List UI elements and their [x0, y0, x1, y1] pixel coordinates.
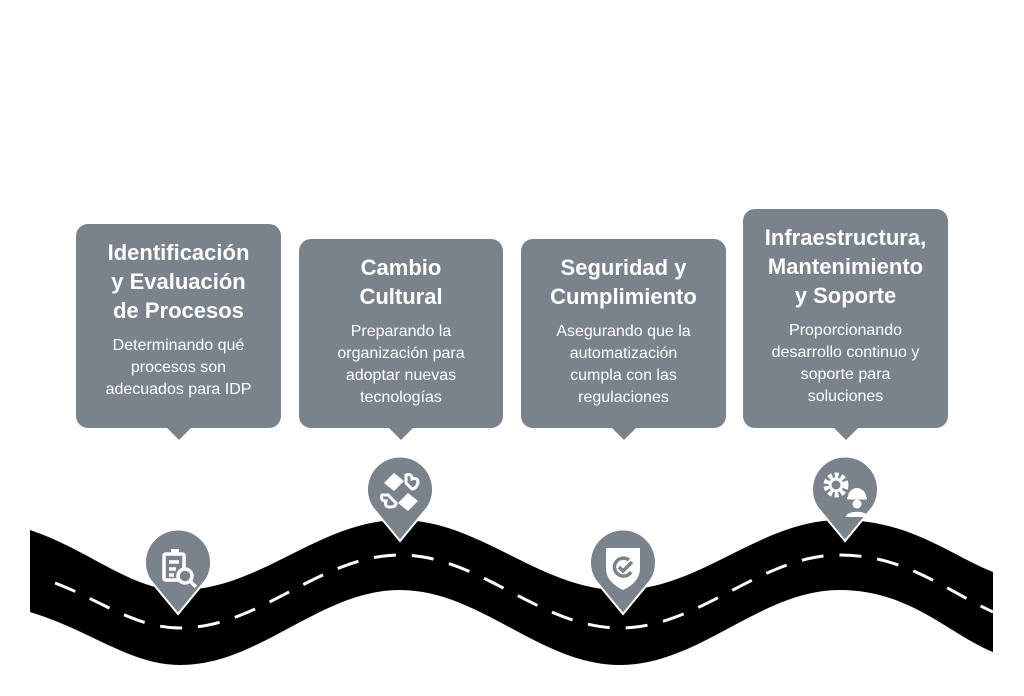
puzzle-handshake-icon — [380, 473, 420, 511]
shield-check-icon — [606, 548, 640, 590]
step-title: Identificación y Evaluación de Procesos — [107, 240, 250, 323]
step-title: Cambio Cultural — [359, 255, 443, 309]
gear-worker-icon — [823, 472, 868, 517]
clipboard-search-icon — [162, 549, 198, 589]
pin-marker-2 — [366, 455, 434, 543]
pin-marker-1 — [144, 528, 212, 616]
step-title: Infraestructura, Mantenimiento y Soporte — [764, 225, 927, 308]
step-title: Seguridad y Cumplimiento — [550, 255, 697, 309]
road-surface — [30, 520, 993, 665]
step-description: Asegurando que la automatización cumpla … — [556, 323, 691, 406]
pin-marker-3 — [589, 528, 657, 616]
step-card-infraestructura: Infraestructura, Mantenimiento y Soporte… — [743, 209, 948, 440]
step-description: Proporcionando desarrollo continuo y sop… — [771, 322, 920, 405]
step-card-identificacion: Identificación y Evaluación de Procesos … — [76, 224, 281, 440]
road-lane-dashes — [54, 553, 994, 630]
step-card-seguridad: Seguridad y Cumplimiento Asegurando que … — [521, 239, 726, 440]
step-description: Preparando la organización para adoptar … — [337, 323, 465, 406]
step-description: Determinando qué procesos son adecuados … — [105, 337, 252, 398]
pin-marker-4 — [811, 455, 879, 543]
step-card-cambio-cultural: Cambio Cultural Preparando la organizaci… — [299, 239, 503, 440]
